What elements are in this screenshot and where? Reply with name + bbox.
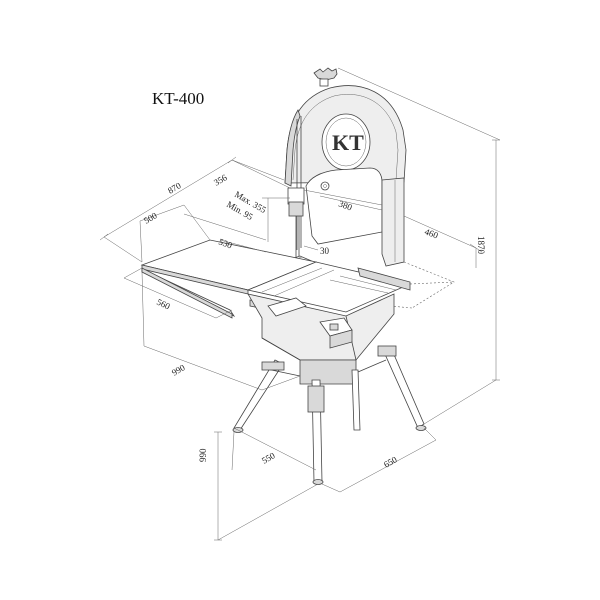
dim-870: 870 [166, 180, 183, 196]
dim-990-diagonal: 990 [170, 362, 187, 378]
band-saw: KT [140, 67, 455, 485]
dim-380: 380 [337, 198, 354, 212]
stand-legs [232, 345, 427, 485]
dim-356: 356 [212, 172, 229, 188]
dim-1870: 1870 [476, 236, 486, 255]
blade-guide [287, 187, 305, 262]
brand-logo: KT [332, 130, 364, 155]
model-title: KT-400 [152, 89, 204, 108]
dim-650: 650 [382, 454, 399, 470]
dim-30: 30 [320, 246, 330, 256]
saw-column [381, 177, 405, 267]
dimension-lines [99, 67, 501, 541]
tension-knob [313, 67, 338, 87]
dim-560: 560 [155, 297, 172, 312]
switch-box [319, 317, 353, 349]
right-extension-outline [403, 261, 455, 309]
dim-460: 460 [423, 226, 440, 240]
dim-550: 550 [260, 450, 277, 466]
dim-990-vertical: 990 [198, 448, 208, 462]
dim-530: 530 [217, 236, 234, 250]
